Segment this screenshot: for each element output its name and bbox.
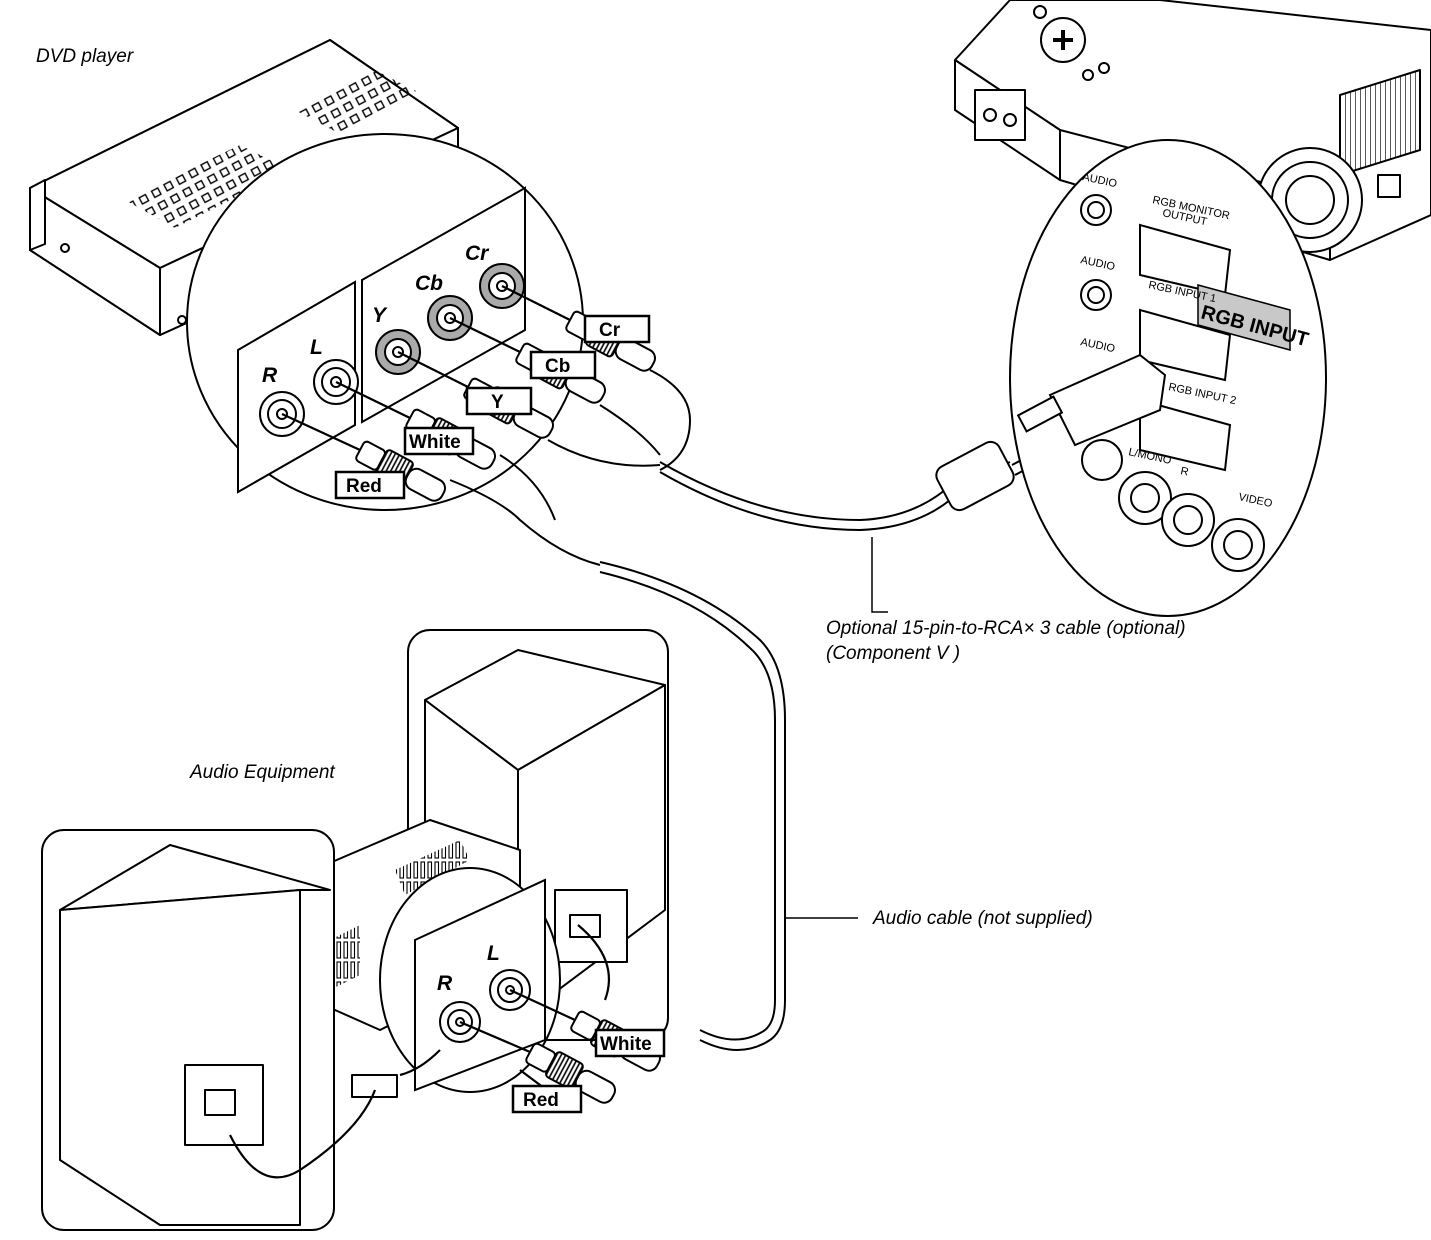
svg-text:Cr: Cr	[599, 320, 621, 341]
audio-tag-red: Red	[511, 1084, 583, 1114]
dvd-jack-r-label: R	[262, 364, 278, 387]
svg-text:White: White	[600, 1034, 652, 1055]
audio-tag-white: White	[594, 1028, 666, 1058]
audio-jack-r-label: R	[437, 972, 453, 995]
svg-text:Cb: Cb	[545, 356, 570, 377]
component-cable	[547, 369, 1063, 532]
svg-text:Red: Red	[523, 1090, 559, 1111]
tag-cr: Cr	[583, 314, 651, 344]
audio-equipment-caption: Audio Equipment	[190, 762, 335, 783]
audio-equipment	[41, 629, 669, 1231]
svg-text:Y: Y	[491, 392, 504, 413]
svg-text:Red: Red	[346, 476, 382, 497]
dvd-plug-pins	[281, 285, 571, 451]
leader-lines	[785, 537, 888, 919]
tag-white: White	[403, 426, 475, 456]
projector-input-panel	[1009, 139, 1327, 617]
dvd-jack-cb-label: Cb	[415, 272, 443, 295]
audio-cable	[449, 454, 786, 1051]
tag-cb: Cb	[529, 350, 597, 380]
component-cable-caption-1: Optional 15-pin-to-RCA× 3 cable (optiona…	[826, 618, 1186, 639]
svg-text:R: R	[1179, 465, 1189, 478]
svg-text:White: White	[409, 432, 461, 453]
tag-y: Y	[465, 386, 533, 416]
audio-jack-panel	[379, 867, 561, 1093]
rgb-input-highlight: RGB INPUT	[1197, 284, 1311, 351]
audio-cable-caption: Audio cable (not supplied)	[873, 908, 1093, 929]
dvd-player-caption: DVD player	[36, 46, 134, 67]
audio-plug-pins	[229, 924, 610, 1179]
audio-jack-l-label: L	[487, 942, 500, 965]
dvd-jack-l-label: L	[310, 336, 323, 359]
tag-red: Red	[334, 470, 406, 500]
dvd-jack-cr-label: Cr	[465, 242, 490, 265]
dvd-jack-y-label: Y	[372, 304, 388, 327]
component-cable-caption-2: (Component V )	[826, 643, 961, 664]
